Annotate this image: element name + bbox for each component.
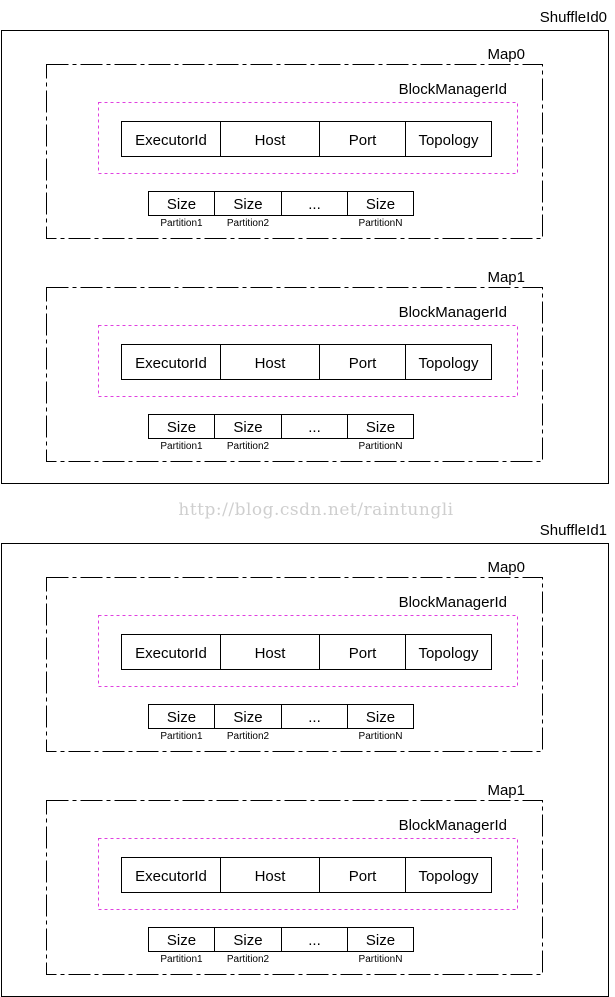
size-cell: Size [233,196,262,213]
size-ellipsis: ... [308,709,321,726]
block-manager-fields [121,121,492,157]
field-topology: Topology [418,645,479,662]
size-ellipsis: ... [308,196,321,213]
field-host: Host [255,132,287,149]
size-ellipsis: ... [308,932,321,949]
block-manager-box [98,102,518,174]
map-label: Map1 [487,782,525,799]
shuffle-label: ShuffleId1 [540,522,607,539]
field-executorid: ExecutorId [135,868,207,885]
map-label: Map0 [487,46,525,63]
block-manager-label: BlockManagerId [399,817,507,834]
field-host: Host [255,645,287,662]
field-topology: Topology [418,868,479,885]
size-cell: Size [167,419,196,436]
field-host: Host [255,868,287,885]
block-manager-label: BlockManagerId [399,304,507,321]
partition-label: Partition1 [160,731,203,742]
field-topology: Topology [418,355,479,372]
shuffle-box [1,30,609,484]
block-manager-fields [121,634,492,670]
map-box [46,577,543,752]
partition-label: PartitionN [359,218,403,229]
partition-label: Partition2 [227,441,270,452]
field-executorid: ExecutorId [135,645,207,662]
watermark: http://blog.csdn.net/raintungli [178,500,453,520]
size-cell: Size [233,932,262,949]
partition-label: PartitionN [359,954,403,965]
size-ellipsis: ... [308,419,321,436]
field-port: Port [349,132,377,149]
field-host: Host [255,355,287,372]
map-label: Map0 [487,559,525,576]
block-manager-box [98,615,518,687]
partition-label: Partition2 [227,731,270,742]
map-box [46,64,543,239]
size-cell: Size [233,419,262,436]
partition-label: PartitionN [359,441,403,452]
block-manager-label: BlockManagerId [399,594,507,611]
map-box [46,287,543,462]
map-label: Map1 [487,269,525,286]
block-manager-fields [121,857,492,893]
block-manager-fields [121,344,492,380]
block-manager-box [98,838,518,910]
field-port: Port [349,355,377,372]
field-port: Port [349,868,377,885]
partition-label: Partition1 [160,218,203,229]
size-cell: Size [366,419,395,436]
shuffle-label: ShuffleId0 [540,9,607,26]
block-manager-label: BlockManagerId [399,81,507,98]
partition-label: Partition2 [227,218,270,229]
field-port: Port [349,645,377,662]
size-cell: Size [366,709,395,726]
size-cell: Size [167,932,196,949]
size-cell: Size [167,709,196,726]
field-executorid: ExecutorId [135,355,207,372]
partition-label: PartitionN [359,731,403,742]
size-cell: Size [233,709,262,726]
partition-label: Partition1 [160,954,203,965]
partition-label: Partition2 [227,954,270,965]
map-box [46,800,543,975]
size-cell: Size [366,932,395,949]
field-executorid: ExecutorId [135,132,207,149]
partition-label: Partition1 [160,441,203,452]
field-topology: Topology [418,132,479,149]
block-manager-box [98,325,518,397]
size-cell: Size [167,196,196,213]
size-cell: Size [366,196,395,213]
